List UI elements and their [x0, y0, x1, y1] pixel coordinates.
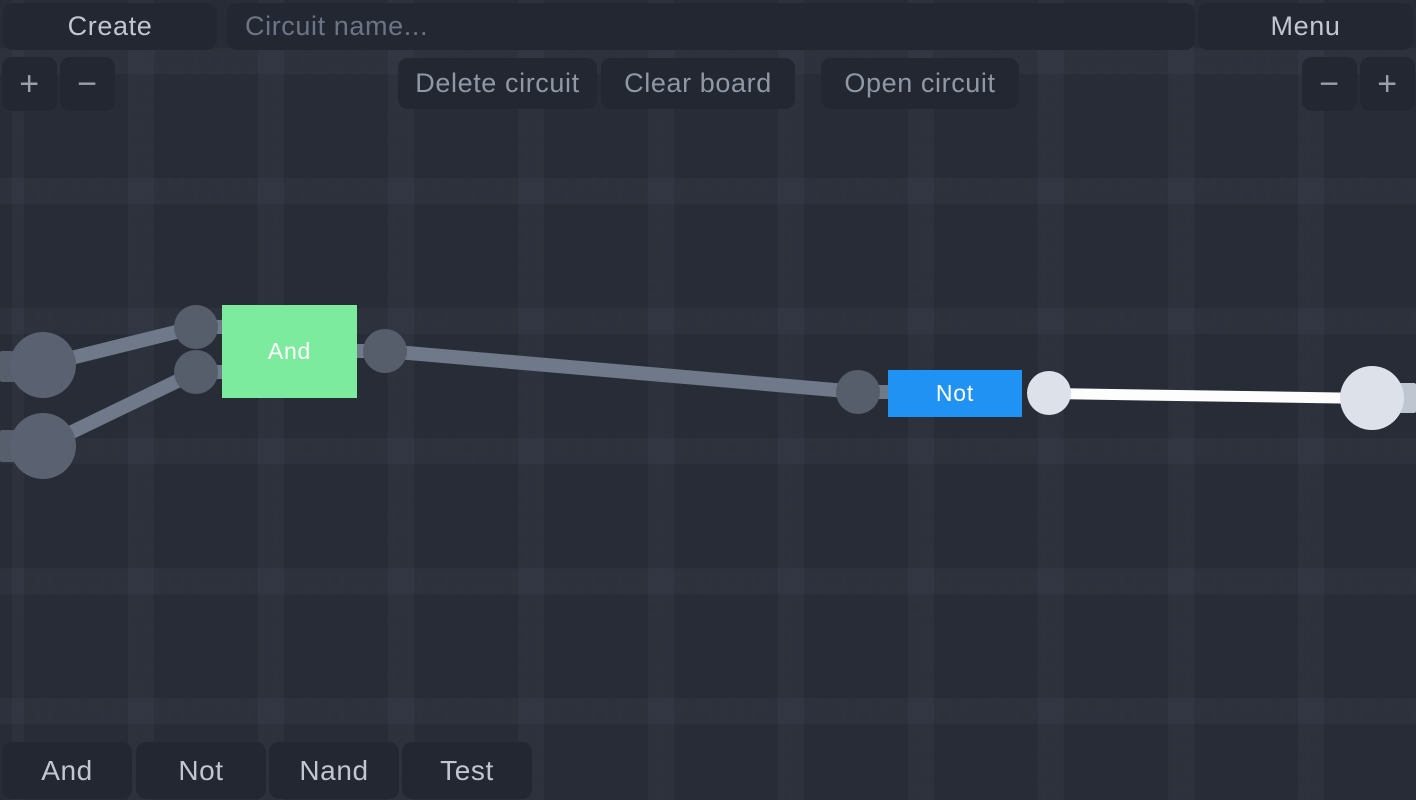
wire-and-to-not[interactable]: [384, 344, 859, 399]
wire-not-to-output[interactable]: [1048, 387, 1373, 404]
palette-item-and[interactable]: And: [2, 742, 132, 799]
menu-button[interactable]: Menu: [1198, 3, 1413, 50]
zoom-out-button-left[interactable]: −: [60, 57, 115, 111]
gate-not[interactable]: Not: [888, 370, 1022, 417]
board-input-node-1[interactable]: [10, 332, 76, 398]
zoom-in-button-left[interactable]: +: [2, 57, 57, 111]
board-output-node[interactable]: [1340, 366, 1404, 430]
gate-and[interactable]: And: [222, 305, 357, 398]
board-input-node-2[interactable]: [10, 413, 76, 479]
palette-item-test[interactable]: Test: [402, 742, 532, 799]
gate-label: Not: [935, 380, 975, 406]
not-output-node[interactable]: [1027, 371, 1071, 415]
open-circuit-button[interactable]: Open circuit: [821, 58, 1019, 109]
and-input-node-2[interactable]: [174, 350, 218, 394]
palette-item-not[interactable]: Not: [136, 742, 266, 799]
create-button[interactable]: Create: [3, 3, 217, 50]
palette-item-nand[interactable]: Nand: [269, 742, 399, 799]
circuit-name-input[interactable]: [227, 3, 1195, 50]
delete-circuit-button[interactable]: Delete circuit: [398, 58, 597, 109]
clear-board-button[interactable]: Clear board: [601, 58, 795, 109]
gate-label: And: [267, 338, 312, 364]
and-input-node-1[interactable]: [174, 305, 218, 349]
zoom-out-button-right[interactable]: −: [1302, 57, 1357, 111]
and-output-node[interactable]: [363, 329, 407, 373]
zoom-in-button-right[interactable]: +: [1360, 57, 1415, 111]
not-input-node[interactable]: [836, 370, 880, 414]
